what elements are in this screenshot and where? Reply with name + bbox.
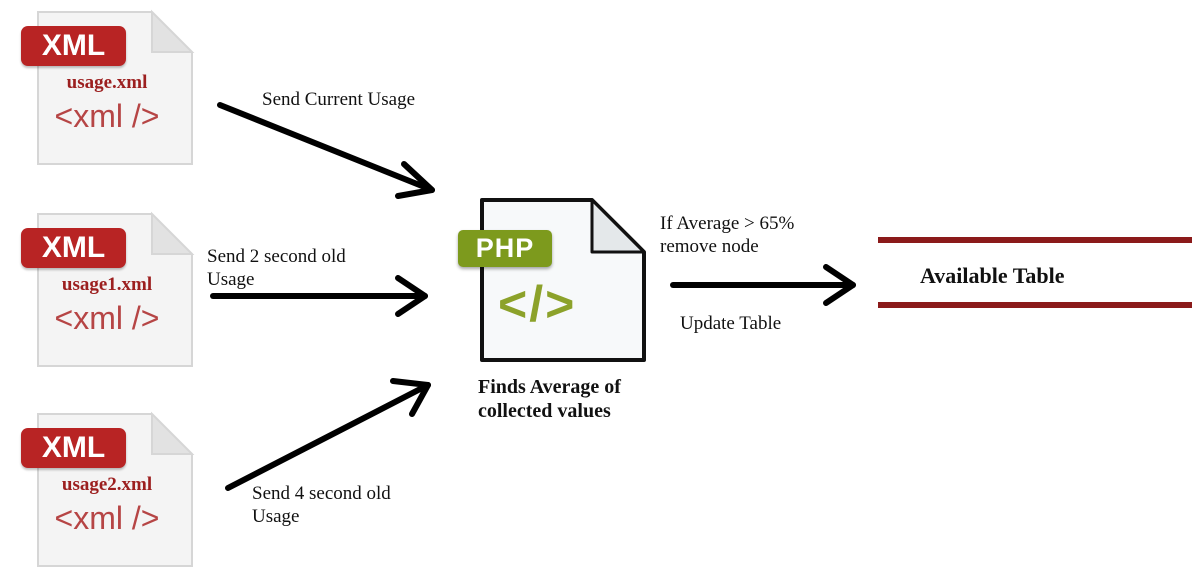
- condition-label-line: If Average > 65%: [660, 213, 795, 234]
- arrow-label-4-second: Send 4 second old Usage: [252, 482, 391, 528]
- php-code-symbol: </>: [498, 276, 577, 332]
- xml-badge: XML: [21, 228, 126, 268]
- xml-file-icon: XML usage.xml <xml />: [12, 6, 202, 171]
- arrow-icon: [210, 275, 428, 317]
- processor-caption-line: collected values: [478, 400, 611, 422]
- arrow-label-line: Send 4 second old: [252, 483, 391, 504]
- available-table-label: Available Table: [920, 263, 1065, 288]
- arrow-icon: [225, 378, 431, 491]
- xml-filename: usage2.xml: [61, 474, 153, 495]
- update-table-label: Update Table: [680, 313, 782, 334]
- xml-filename: usage1.xml: [61, 274, 153, 295]
- condition-label: If Average > 65% remove node: [660, 212, 794, 258]
- php-badge: PHP: [458, 230, 552, 267]
- xml-badge: XML: [21, 428, 126, 468]
- xml-tag-text: <xml />: [54, 98, 160, 134]
- arrow-label-line: Usage: [252, 506, 300, 527]
- processor-caption-line: Finds Average of: [478, 376, 621, 398]
- arrow-label-current-usage: Send Current Usage: [262, 89, 416, 110]
- table-top-line: [878, 237, 1192, 243]
- arrow-icon: [670, 264, 856, 306]
- arrow-icon: [217, 102, 435, 199]
- arrow-label-line: Send 2 second old: [207, 246, 346, 267]
- xml-tag-text: <xml />: [54, 300, 160, 336]
- arrow-label-line: Usage: [207, 269, 255, 290]
- xml-tag-text: <xml />: [54, 500, 160, 536]
- xml-badge: XML: [21, 26, 126, 66]
- xml-file-icon: XML usage1.xml <xml />: [12, 208, 202, 373]
- processor-caption: Finds Average of collected values: [478, 375, 621, 423]
- xml-file-icon: XML usage2.xml <xml />: [12, 408, 202, 573]
- arrow-label-2-second: Send 2 second old Usage: [207, 245, 346, 291]
- table-bottom-line: [878, 302, 1192, 308]
- xml-filename: usage.xml: [66, 72, 148, 93]
- condition-label-line: remove node: [660, 236, 759, 257]
